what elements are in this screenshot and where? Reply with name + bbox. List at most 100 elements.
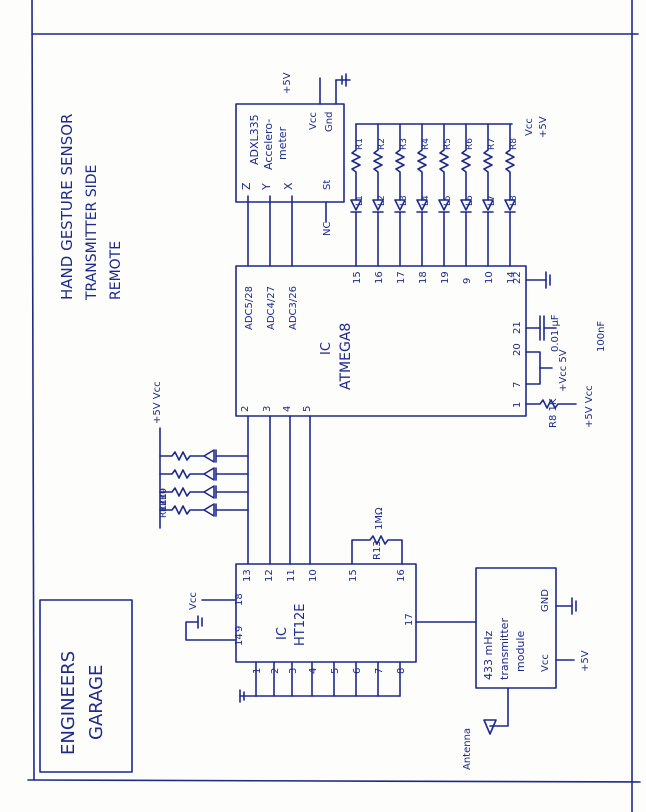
enc-bottom-pin-label: 3 [288,668,299,674]
led-resistor-label: R1 [355,138,365,150]
company-box: ENGINEERS GARAGE [39,599,133,773]
mcu-pin-3: 3 [262,406,273,412]
enc-osc-res: R13 [372,540,383,560]
enc-bottom-pin-label: 7 [374,668,385,674]
accel-nc: NC [322,222,333,236]
accel-desc-1: Accelero- [262,119,275,170]
enc-pin-18: 18 [234,593,245,606]
left-led-resistor-label: R10 [159,488,169,506]
enc-pin-10: 10 [308,569,319,582]
mcu-pin-19: 19 [440,271,451,284]
enc-pin-14: 14 [234,633,245,646]
accel-gnd: Gnd [324,112,335,132]
mcu-pin-20: 20 [512,343,523,356]
mcu-pin-16: 16 [374,271,385,284]
led-resistor-label: R5 [443,138,453,150]
enc-bottom-pin-label: 5 [330,668,341,674]
enc-bottom-pin-label: 8 [396,668,407,674]
led-6 [460,199,472,267]
company-line-1: ENGINEERS [58,651,79,755]
mcu-pin-22: 22 [512,271,523,284]
tx-antenna: Antenna [462,728,473,770]
mcu-adc4: ADC4/27 [266,286,277,330]
title-line-3: REMOTE [108,241,124,300]
led-resistor-label: R7 [487,138,497,150]
accel-st: St [322,180,333,190]
led-8 [504,199,516,267]
mcu-pin-5: 5 [302,406,313,412]
led-resistor-label: R2 [377,138,387,150]
accelerometer: +5V ADXL335 Accelero- meter Vcc Gnd St N… [235,72,351,267]
title-line-2: TRANSMITTER SIDE [84,165,100,301]
atmega8-ic: ADC5/28 ADC4/27 ADC3/26 IC ATMEGA8 2 3 4… [235,265,607,428]
led-resistor-label: R6 [465,138,475,150]
led-5 [438,199,450,267]
led-resistor-label: R8 [509,138,519,150]
led-resistor-label: R3 [399,138,409,150]
enc-pin-12: 12 [264,569,275,582]
enc-bottom-pin-label: 6 [352,668,363,674]
tx-line-1: 433 mHz [482,631,495,680]
enc-pin-11: 11 [286,569,297,582]
led-resistor-8 [505,123,515,201]
enc-osc-val: 1MΩ [374,507,385,530]
left-leds-vcc: +5V Vcc [152,381,163,424]
mcu-pin-7: 7 [512,382,523,388]
page-border [27,0,641,812]
led-resistor-3 [395,123,405,201]
left-led-resistor-label: R11 [159,494,169,512]
led-bank-supply: +5V [538,116,549,138]
tx-vcc: Vcc [540,654,551,672]
led-resistor-5 [439,123,449,201]
accel-z: Z [240,182,253,190]
tx-gnd: GND [540,589,551,612]
led-1 [350,199,362,267]
led-resistor-1 [351,123,361,201]
enc-ic-label: IC [275,627,290,640]
left-led-9 [159,449,249,463]
mcu-adc3: ADC3/26 [288,286,299,330]
enc-name: HT12E [293,604,308,646]
left-led-12 [159,503,249,517]
mcu-pin-18: 18 [418,271,429,284]
accel-desc-2: meter [276,126,289,160]
tx-line-3: module [514,631,527,672]
tx-supply: +5V [580,650,591,672]
tx-line-2: transmitter [498,618,511,680]
led-label: L7 [487,195,497,206]
enc-bottom-pin-label: 4 [308,668,319,674]
mcu-pin-2: 2 [240,406,251,412]
led-resistor-label: R4 [421,138,431,150]
tx-module: 433 mHz transmitter module GND Vcc +5V A… [462,567,591,770]
led-2 [372,199,384,267]
title-block: HAND GESTURE SENSOR TRANSMITTER SIDE REM… [58,114,124,301]
accel-supply-label: +5V [282,72,293,94]
mcu-pin-9: 9 [462,278,473,284]
enc-pin-16: 16 [396,569,407,582]
led-bank-vcc: Vcc [524,118,535,136]
led-resistor-7 [483,123,493,201]
mcu-pin-10: 10 [484,271,495,284]
mcu-vcc-label: +Vcc 5V [558,349,569,392]
led-label: L1 [355,195,365,206]
mcu-reset-res: R8 1K [548,398,559,428]
mcu-cap-2: 100nF [596,321,607,352]
led-4 [416,199,428,267]
led-3 [394,199,406,267]
mcu-pin-15: 15 [352,271,363,284]
led-resistor-6 [461,123,471,201]
mcu-reset-vcc: +5V Vcc [584,385,595,428]
mcu-pin-4: 4 [282,406,293,412]
left-led-resistor-label: R12 [159,500,169,518]
mcu-adc5: ADC5/28 [244,286,255,330]
accel-vcc: Vcc [308,112,319,130]
mcu-pin-17: 17 [396,271,407,284]
enc-bottom-pin-label: 1 [252,668,263,674]
led-7 [482,199,494,267]
accel-name: ADXL335 [248,114,261,165]
accel-y: Y [260,183,273,191]
